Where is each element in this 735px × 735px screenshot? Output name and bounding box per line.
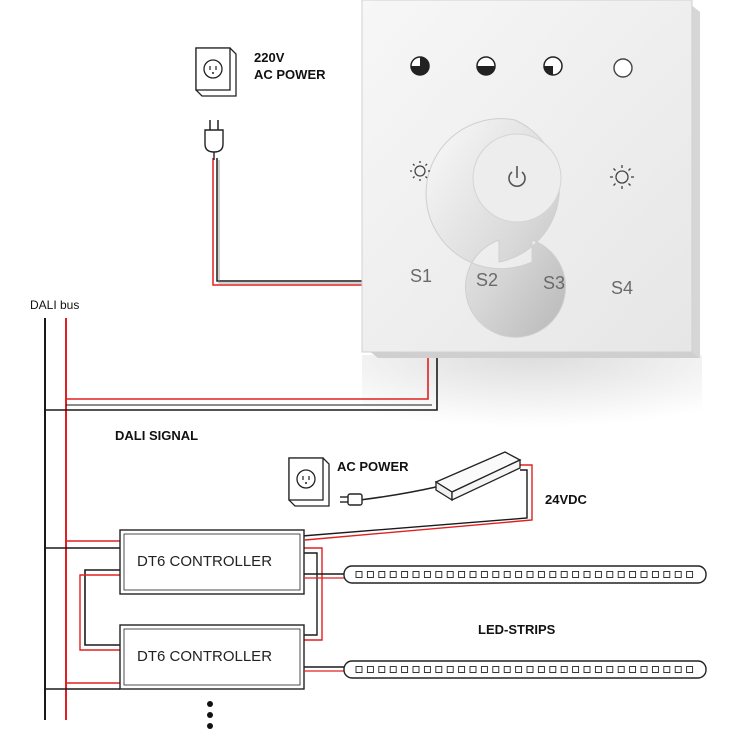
led-chip (674, 666, 682, 673)
led-chip (537, 571, 545, 578)
led-strips-label: LED-STRIPS (478, 622, 556, 637)
controller-2-label: DT6 CONTROLLER (137, 648, 273, 665)
dc-voltage-label: 24VDC (545, 492, 587, 507)
controller-box-2 (119, 624, 305, 690)
led-chip (480, 571, 488, 578)
led-chip (583, 666, 591, 673)
led-chip (366, 571, 374, 578)
led-chip (640, 571, 648, 578)
led-chip (458, 571, 466, 578)
ac-power-label: AC POWER (337, 459, 409, 474)
brightness-up-icon[interactable] (610, 165, 634, 189)
led-chip (617, 666, 625, 673)
led-chip (686, 666, 694, 673)
scene-25-icon[interactable] (543, 56, 563, 76)
dc-wires (301, 464, 533, 641)
led-chip (435, 571, 443, 578)
controller-1-label: DT6 CONTROLLER (137, 553, 273, 570)
led-chip (606, 571, 614, 578)
brightness-down-icon[interactable] (410, 161, 430, 181)
led-chip (594, 571, 602, 578)
led-chip (469, 571, 477, 578)
led-chip (617, 571, 625, 578)
led-chip (560, 666, 568, 673)
led-chip (583, 571, 591, 578)
led-chip (446, 666, 454, 673)
led-chip (651, 571, 659, 578)
led-chip (492, 571, 500, 578)
dali-bus-lines (44, 318, 438, 720)
scene-off-icon[interactable] (613, 58, 633, 78)
led-chip (594, 666, 602, 673)
led-chip (389, 666, 397, 673)
led-chip (355, 666, 363, 673)
led-chip (458, 666, 466, 673)
led-chip (651, 666, 659, 673)
led-chip (446, 571, 454, 578)
led-chip (423, 571, 431, 578)
wall-panel (361, 0, 700, 358)
panel-shadow (362, 355, 702, 445)
led-chip (480, 666, 488, 673)
led-chip (412, 571, 420, 578)
led-chip (423, 666, 431, 673)
led-chip (503, 666, 511, 673)
led-chip (435, 666, 443, 673)
power-voltage-label: 220V (254, 50, 285, 65)
controller-link-left (79, 569, 120, 651)
led-chip (537, 666, 545, 673)
led-strip-1 (343, 565, 707, 584)
led-chip (492, 666, 500, 673)
led-chip (412, 666, 420, 673)
led-chip (572, 666, 580, 673)
dali-signal-label: DALI SIGNAL (115, 428, 199, 443)
controller-box-1 (119, 529, 305, 595)
button-s2[interactable]: S2 (476, 270, 499, 290)
led-chip (572, 571, 580, 578)
led-chip (401, 571, 409, 578)
power-adapter (359, 451, 522, 502)
led-strip-2 (343, 660, 707, 679)
led-chip (560, 571, 568, 578)
outlet-icon-upper (195, 47, 237, 97)
led-chip (515, 571, 523, 578)
led-chip (663, 666, 671, 673)
led-chip (686, 571, 694, 578)
led-chip (401, 666, 409, 673)
led-wires (304, 573, 346, 672)
scene-75-icon[interactable] (410, 56, 430, 76)
led-chip (663, 571, 671, 578)
led-chip (526, 666, 534, 673)
led-chip (674, 571, 682, 578)
led-chip (378, 666, 386, 673)
led-chip (366, 666, 374, 673)
led-chip (503, 571, 511, 578)
dali-bus-label: DALI bus (30, 298, 80, 312)
led-chip (515, 666, 523, 673)
plug-icon-upper (204, 120, 224, 160)
button-s1[interactable]: S1 (410, 266, 433, 286)
led-chip (549, 571, 557, 578)
led-chip (629, 666, 637, 673)
led-chip (389, 571, 397, 578)
outlet-icon-lower (288, 457, 330, 507)
scene-50-icon[interactable] (476, 56, 496, 76)
led-chip (549, 666, 557, 673)
more-controllers-dots (207, 701, 213, 729)
power-wire-panel (212, 158, 362, 286)
power-ac-label: AC POWER (254, 67, 326, 82)
led-chip (378, 571, 386, 578)
button-s3[interactable]: S3 (543, 273, 566, 293)
led-chip (606, 666, 614, 673)
plug-icon-lower (340, 493, 363, 506)
led-chip (355, 571, 363, 578)
led-chip (629, 571, 637, 578)
led-chip (526, 571, 534, 578)
button-s4[interactable]: S4 (611, 278, 634, 298)
power-icon (508, 166, 526, 187)
led-chip (640, 666, 648, 673)
led-chip (469, 666, 477, 673)
